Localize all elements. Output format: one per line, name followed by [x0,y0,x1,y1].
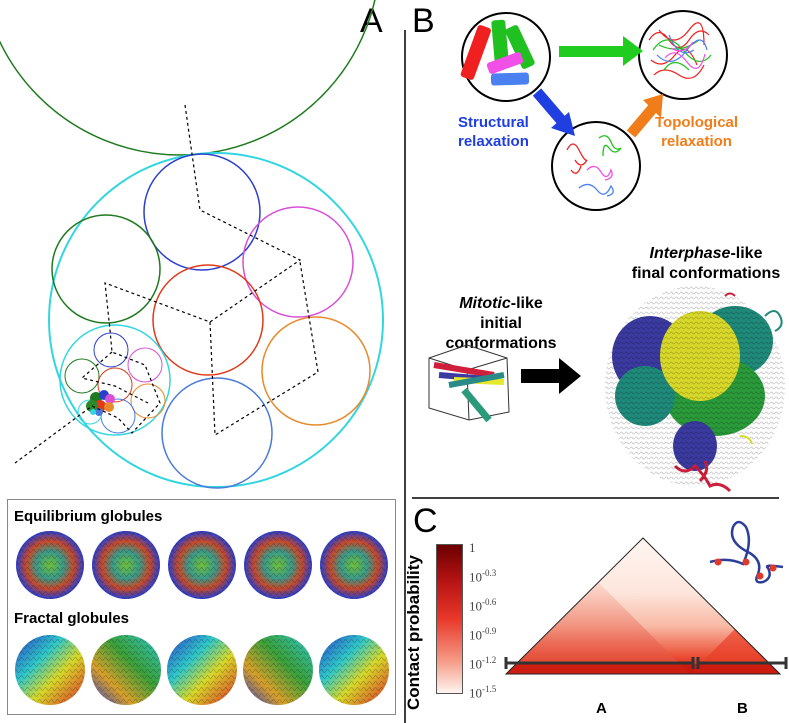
loop-schematic-icon [709,520,784,584]
monomer-balls [86,390,115,416]
rods-circle [460,12,551,102]
equilibrium-globule-5 [320,531,388,599]
level1-circle-blue-bottom [161,377,273,489]
mitotic-label: Mitotic-like initial conformations [445,295,557,352]
panel-label-c: C [413,502,438,540]
level1-circle-orange [261,316,371,426]
level1-circle-magenta [242,206,354,318]
structural-relaxation-label: Structural relaxation [458,114,529,150]
conformation-transition [428,344,581,423]
panel-label-b: B [412,2,435,40]
arrow-blue [532,88,575,136]
interphase-label: Interphase-like final conformations [631,245,781,282]
colorbar [436,544,463,694]
structural-relaxed-circle [551,121,641,211]
fractal-title: Fractal globules [14,610,130,627]
fractal-globule-3 [167,635,237,705]
tick-4: 10-0.9 [469,626,497,643]
tick-5: 10-1.2 [469,655,497,672]
tick-1: 1 [469,540,476,555]
equilibrium-globule-4 [244,531,312,599]
fractal-globule-2 [91,635,161,705]
topological-relaxed-circle [638,10,728,100]
domain-a-label: A [596,700,607,717]
fractal-globule-5 [319,635,389,705]
level1-circle-cyan-small [59,324,171,436]
colorbar-ticks: 1 10-0.3 10-0.6 10-0.9 10-1.2 10-1.5 [466,540,526,710]
colorbar-label: Contact probability [404,555,423,710]
topological-relaxation-label: Topological relaxation [655,114,739,150]
dashed-chain-path [14,104,302,464]
globule-row-equilibrium [15,531,389,705]
domain-b-label: B [737,700,748,717]
fractal-globule-1 [15,635,85,705]
level3-circle [0,0,376,156]
interphase-conformation [605,286,785,493]
relaxation-diagram [460,10,728,211]
tick-6: 10-1.5 [469,684,497,701]
arrow-orange [626,94,663,138]
level1-circle-green [51,214,161,324]
level2-circle [48,152,384,488]
tick-3: 10-0.6 [469,597,497,614]
mitotic-cube [428,344,510,423]
fractal-globule-4 [243,635,313,705]
domain-bars [504,657,788,669]
nested-circles-diagram [0,0,384,489]
level1-circle-red [152,264,264,376]
equilibrium-globule-1 [16,531,84,599]
arrow-green [559,36,643,66]
level1-circle-blue-top [143,153,261,271]
equilibrium-globule-3 [168,531,236,599]
equilibrium-globule-2 [92,531,160,599]
level0-circles [64,332,166,434]
equilibrium-title: Equilibrium globules [14,508,163,525]
tick-2: 10-0.3 [469,568,497,585]
black-arrow [521,358,581,394]
globules-inset: Equilibrium globules Fractal globules [7,499,396,715]
